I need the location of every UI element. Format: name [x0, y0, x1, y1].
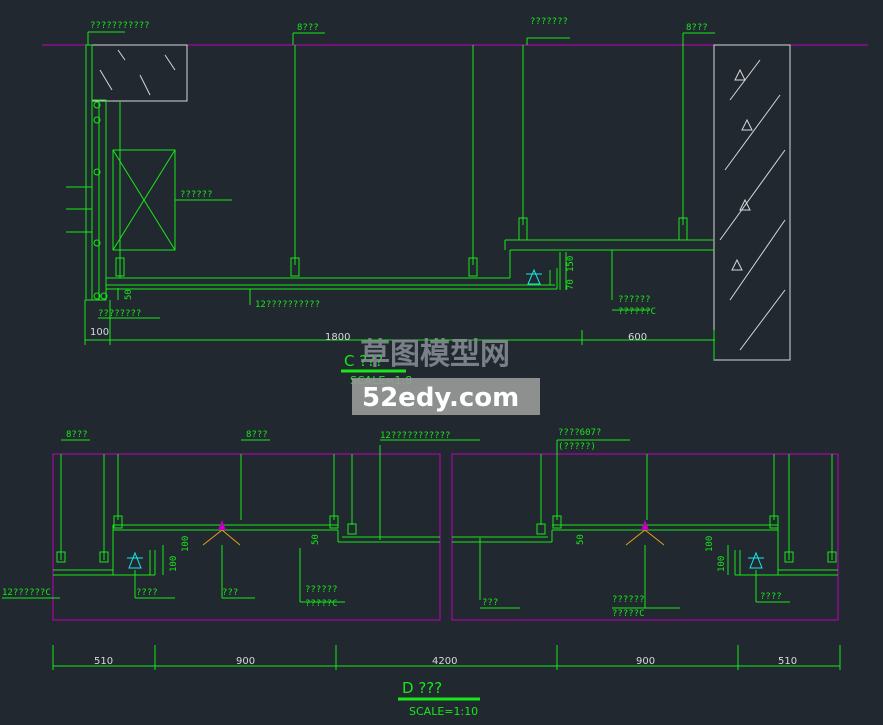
section-c [42, 31, 868, 373]
label-right-note-1: ?????? [618, 295, 651, 305]
title-c: C ??? [344, 352, 383, 370]
dim-100-c: 100 [90, 327, 109, 338]
dims-d [52, 545, 841, 670]
dim-150-c: 150 [566, 256, 576, 272]
hanger-rods [119, 45, 684, 278]
lamp-markers-d [218, 520, 649, 530]
label-lamp-1: ??? [222, 588, 238, 598]
dim-d-c: 4200 [432, 656, 457, 667]
dim-100-d-c: 100 [705, 536, 715, 552]
concrete-block-left [91, 44, 188, 102]
label-mid-3: ?????? [612, 595, 645, 605]
ceiling-board-c [106, 239, 714, 300]
dim-100-d-d: 100 [717, 556, 727, 572]
label-board: 12?????????? [255, 300, 320, 310]
light-fixtures-d [127, 551, 764, 569]
dim-50-d-a: 50 [311, 534, 321, 545]
dim-600-c: 600 [628, 332, 647, 343]
scale-d: SCALE=1:10 [409, 705, 478, 718]
label-rod-2: ??????? [530, 17, 568, 27]
label-note-right-2: (?????) [558, 442, 596, 452]
dims-c [84, 252, 715, 360]
watermark-cn: 草图模型网 [360, 337, 510, 372]
equipment-box [112, 149, 232, 251]
label-light-2: ???? [760, 592, 782, 602]
label-mid-2: ?????C [305, 599, 338, 609]
label-top-left: ??????????? [90, 21, 150, 31]
label-board-top-d: 12??????????? [380, 431, 450, 441]
dim-1800-c: 1800 [325, 332, 350, 343]
section-d [2, 439, 841, 701]
watermark: 草图模型网 52edy.com [352, 337, 540, 415]
leaders-c [87, 31, 715, 319]
label-mid-1: ?????? [305, 585, 338, 595]
dim-50-c: 50 [124, 289, 134, 300]
label-device: ?????? [180, 190, 213, 200]
dim-d-e: 510 [778, 656, 797, 667]
label-left-edge-d: 12??????C [2, 588, 51, 598]
leaders-d [2, 439, 790, 609]
dim-100-d-b: 100 [169, 556, 179, 572]
dim-d-a: 510 [94, 656, 113, 667]
clips-d [56, 515, 837, 563]
watermark-url: 52edy.com [362, 383, 519, 413]
label-right-note-2: ??????C [618, 307, 656, 317]
rods-d [60, 445, 833, 600]
lamps-d [202, 529, 665, 546]
label-note-right-1: ????607? [558, 428, 601, 438]
label-rod-mid-d: 8??? [246, 430, 268, 440]
label-rod-3: 8??? [686, 23, 708, 33]
label-left-note: ???????? [98, 309, 141, 319]
label-lamp-2: ??? [482, 598, 498, 608]
dim-d-d: 900 [636, 656, 655, 667]
dim-50-d-b: 50 [576, 534, 586, 545]
label-rod-1: 8??? [297, 23, 319, 33]
label-rod-left-d: 8??? [66, 430, 88, 440]
watermark-box [352, 378, 540, 415]
label-light-1: ???? [136, 588, 158, 598]
light-fixture-c [526, 268, 542, 285]
dim-100-d-a: 100 [181, 536, 191, 552]
label-mid-4: ?????C [612, 609, 645, 619]
dim-70-c: 70 [566, 279, 576, 290]
dim-d-b: 900 [236, 656, 255, 667]
concrete-wall-right [713, 44, 791, 361]
hanger-clips [115, 217, 688, 277]
title-d: D ??? [402, 679, 442, 697]
left-wall-frame [66, 44, 121, 301]
